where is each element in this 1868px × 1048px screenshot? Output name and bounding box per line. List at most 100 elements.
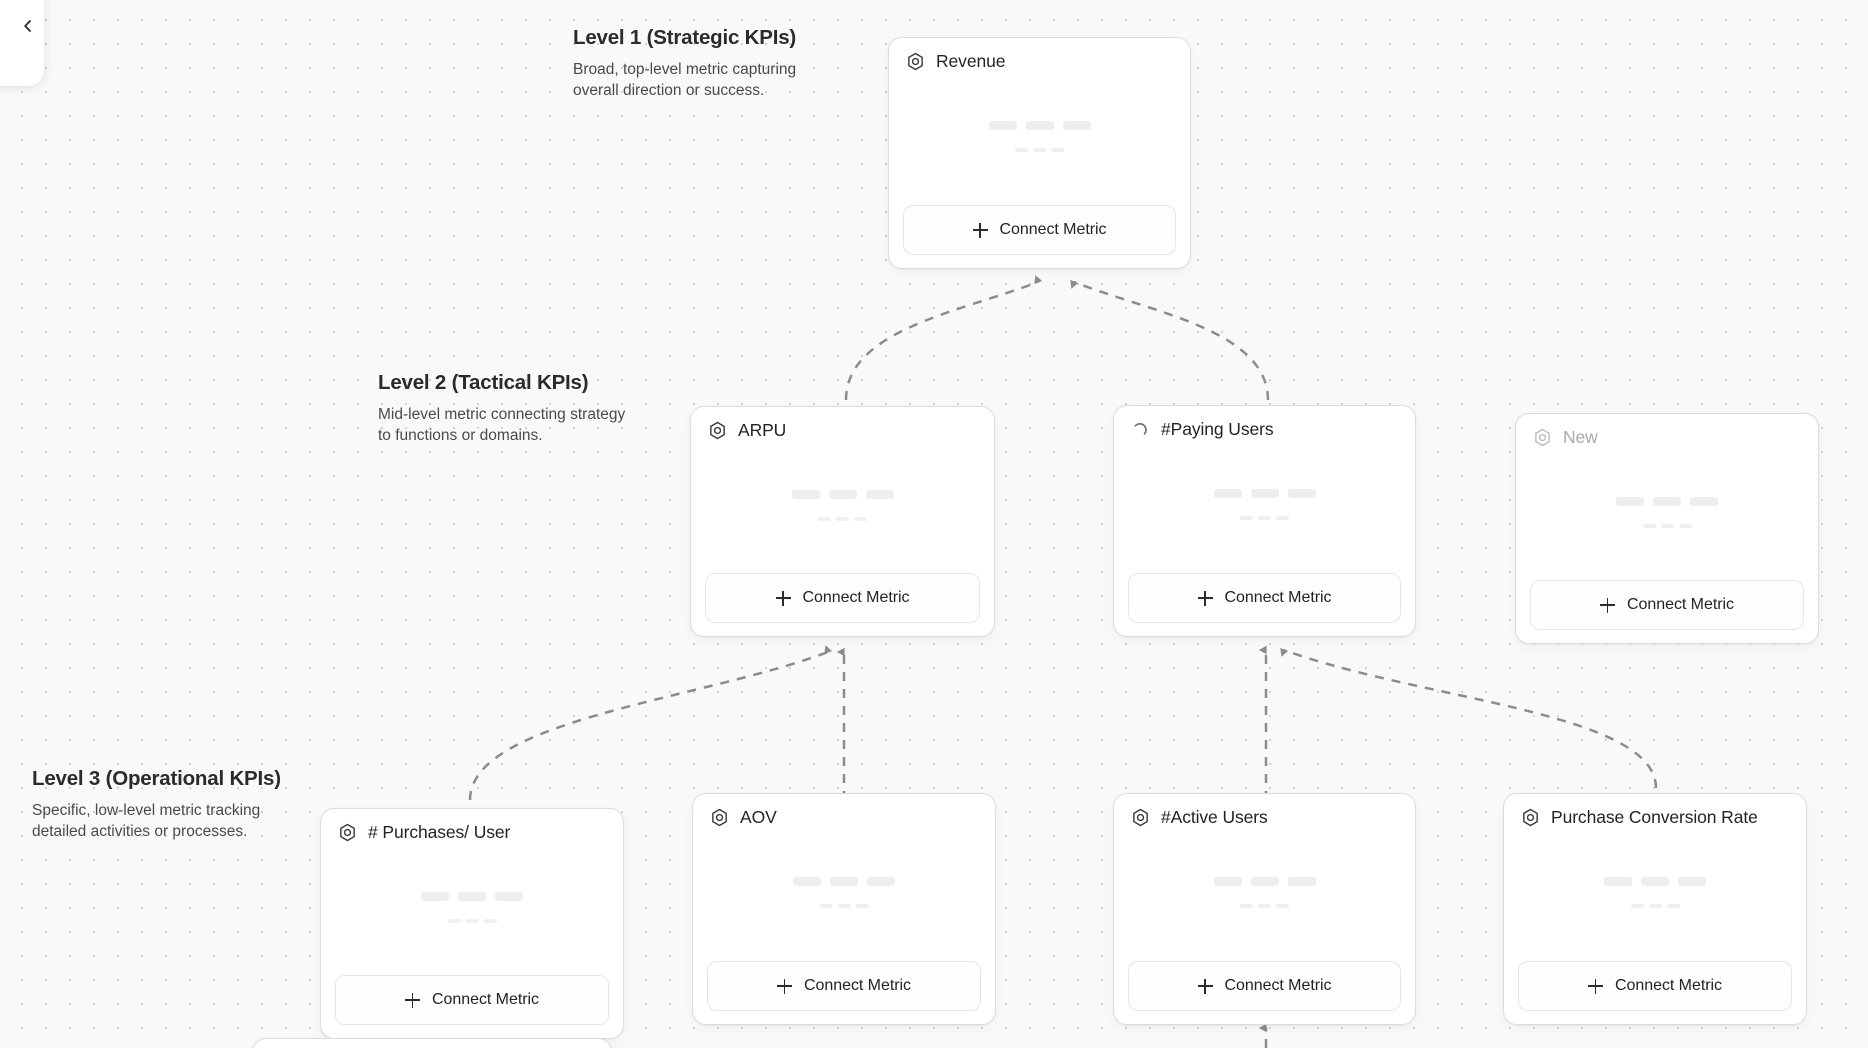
card-header: #Paying Users bbox=[1128, 419, 1401, 440]
card-title: ARPU bbox=[738, 420, 787, 440]
card-title: #Paying Users bbox=[1161, 419, 1274, 439]
connect-metric-label: Connect Metric bbox=[432, 991, 539, 1008]
skeleton-bar bbox=[1287, 877, 1316, 886]
skeleton-row-primary bbox=[793, 877, 895, 886]
hexagon-metric-icon bbox=[1533, 428, 1552, 447]
connect-metric-label: Connect Metric bbox=[1224, 589, 1332, 606]
skeleton-row-primary bbox=[1213, 489, 1316, 498]
connect-metric-button[interactable]: Connect Metric bbox=[1128, 961, 1401, 1011]
connect-metric-label: Connect Metric bbox=[802, 589, 910, 606]
metric-card-new[interactable]: New Connect Metric bbox=[1515, 413, 1819, 644]
skeleton-bar bbox=[1250, 877, 1279, 886]
skeleton-bar bbox=[1033, 148, 1046, 152]
card-header: Purchase Conversion Rate bbox=[1518, 807, 1792, 828]
metric-card-offscreen-child[interactable] bbox=[252, 1038, 612, 1048]
skeleton-bar bbox=[1276, 516, 1289, 520]
skeleton-bar bbox=[1630, 904, 1644, 908]
connect-metric-button[interactable]: Connect Metric bbox=[1128, 573, 1401, 623]
level-1-description: Broad, top-level metric capturing overal… bbox=[573, 61, 797, 100]
plus-icon bbox=[775, 590, 791, 606]
level-3-title: Level 3 (Operational KPIs) bbox=[32, 767, 281, 790]
metric-value-placeholder bbox=[1128, 440, 1401, 573]
skeleton-bar bbox=[465, 918, 479, 923]
connect-metric-label: Connect Metric bbox=[1627, 596, 1734, 613]
card-title: New bbox=[1563, 427, 1598, 447]
skeleton-bar bbox=[1051, 148, 1064, 152]
level-3-block: Level 3 (Operational KPIs) Specific, low… bbox=[32, 767, 290, 842]
level-1-block: Level 1 (Strategic KPIs) Broad, top-leve… bbox=[573, 26, 823, 101]
metric-card-purchase-conversion-rate[interactable]: Purchase Conversion Rate Connect Metric bbox=[1503, 793, 1807, 1025]
skeleton-bar bbox=[830, 877, 858, 886]
skeleton-row-secondary bbox=[1642, 523, 1692, 528]
skeleton-row-primary bbox=[791, 489, 894, 499]
card-title: Revenue bbox=[936, 51, 1006, 71]
skeleton-bar bbox=[837, 904, 851, 908]
plus-icon bbox=[405, 992, 421, 1008]
hexagon-metric-icon bbox=[1131, 808, 1150, 827]
metric-card-paying-users[interactable]: #Paying Users Connect Metric bbox=[1113, 405, 1416, 637]
card-header: # Purchases/ User bbox=[335, 822, 609, 843]
metric-value-placeholder bbox=[1128, 828, 1401, 961]
connect-metric-button[interactable]: Connect Metric bbox=[707, 961, 981, 1011]
metric-card-aov[interactable]: AOV Connect Metric bbox=[692, 793, 996, 1025]
skeleton-bar bbox=[828, 489, 857, 499]
card-title: #Active Users bbox=[1161, 807, 1268, 827]
skeleton-bar bbox=[1025, 121, 1054, 130]
skeleton-row-secondary bbox=[447, 918, 497, 923]
metric-value-placeholder bbox=[707, 828, 981, 961]
plus-icon bbox=[972, 222, 988, 238]
skeleton-bar bbox=[1240, 516, 1253, 520]
skeleton-bar bbox=[988, 121, 1017, 130]
card-title: AOV bbox=[740, 807, 777, 827]
skeleton-row-secondary bbox=[1630, 904, 1680, 908]
skeleton-bar bbox=[421, 891, 449, 901]
metric-card-revenue[interactable]: Revenue Connect Metric bbox=[888, 37, 1191, 269]
level-1-title: Level 1 (Strategic KPIs) bbox=[573, 26, 797, 49]
card-title: # Purchases/ User bbox=[368, 822, 511, 842]
connect-metric-button[interactable]: Connect Metric bbox=[1530, 580, 1804, 630]
skeleton-row-secondary bbox=[1240, 516, 1289, 520]
card-header: #Active Users bbox=[1128, 807, 1401, 828]
metric-card-active-users[interactable]: #Active Users Connect Metric bbox=[1113, 793, 1416, 1025]
skeleton-bar bbox=[1015, 148, 1028, 152]
connect-metric-button[interactable]: Connect Metric bbox=[705, 573, 980, 623]
hexagon-metric-icon bbox=[906, 52, 925, 71]
skeleton-bar bbox=[1666, 904, 1680, 908]
skeleton-bar bbox=[791, 489, 820, 499]
skeleton-bar bbox=[458, 891, 486, 901]
connect-metric-label: Connect Metric bbox=[1224, 977, 1332, 994]
metric-card-arpu[interactable]: ARPU Connect Metric bbox=[690, 406, 995, 637]
level-2-title: Level 2 (Tactical KPIs) bbox=[378, 371, 589, 394]
hexagon-metric-icon bbox=[1521, 808, 1540, 827]
collapsed-side-panel[interactable] bbox=[0, 0, 44, 86]
connect-metric-button[interactable]: Connect Metric bbox=[335, 975, 609, 1025]
skeleton-bar bbox=[495, 891, 523, 901]
skeleton-row-primary bbox=[1213, 877, 1316, 886]
level-2-description: Mid-level metric connecting strategy to … bbox=[378, 406, 626, 445]
skeleton-row-secondary bbox=[818, 516, 867, 521]
skeleton-bar bbox=[793, 877, 821, 886]
connect-metric-button[interactable]: Connect Metric bbox=[1518, 961, 1792, 1011]
connect-metric-label: Connect Metric bbox=[804, 977, 911, 994]
skeleton-bar bbox=[818, 516, 831, 521]
chevron-left-icon[interactable] bbox=[22, 19, 34, 32]
card-title: Purchase Conversion Rate bbox=[1551, 807, 1758, 827]
skeleton-bar bbox=[1653, 496, 1681, 506]
card-header: Revenue bbox=[903, 51, 1176, 72]
card-header: New bbox=[1530, 427, 1804, 448]
skeleton-row-secondary bbox=[819, 904, 869, 908]
skeleton-bar bbox=[1642, 523, 1656, 528]
skeleton-bar bbox=[483, 918, 497, 923]
metric-card-purchases-per-user[interactable]: # Purchases/ User Connect Metric bbox=[320, 808, 624, 1039]
skeleton-bar bbox=[447, 918, 461, 923]
plus-icon bbox=[1197, 978, 1213, 994]
loading-spinner-icon bbox=[1131, 420, 1150, 439]
level-3-description: Specific, low-level metric tracking deta… bbox=[32, 802, 261, 841]
skeleton-bar bbox=[1287, 489, 1316, 498]
plus-icon bbox=[1600, 597, 1616, 613]
plus-icon bbox=[1588, 978, 1604, 994]
connect-metric-button[interactable]: Connect Metric bbox=[903, 205, 1176, 255]
skeleton-bar bbox=[1678, 877, 1706, 886]
skeleton-row-primary bbox=[1604, 877, 1706, 886]
